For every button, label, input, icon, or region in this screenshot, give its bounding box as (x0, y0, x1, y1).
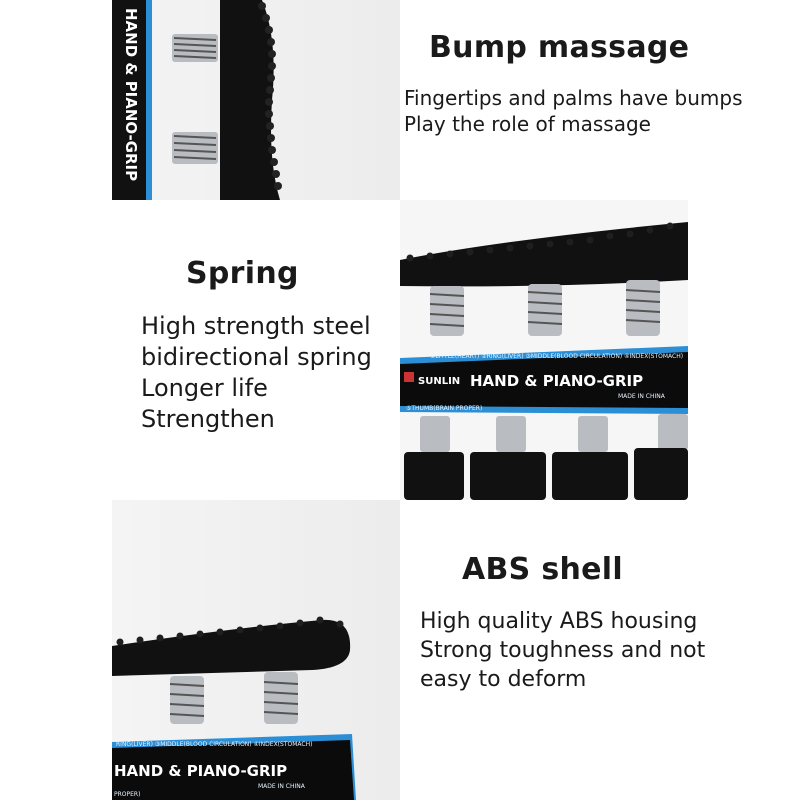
finger-keys (404, 448, 688, 500)
section-abs-shell: ABS shell High quality ABS housing Stron… (420, 552, 790, 694)
bump-massage-line-2: Play the role of massage (404, 112, 651, 136)
product-photo-middle: ①LITTLE(HEART) ②RING(LIVER) ③MIDDLE(BLOO… (400, 200, 688, 500)
origin-label: MADE IN CHINA (618, 393, 666, 400)
section-bump-massage: Bump massage Fingertips and palms have b… (404, 30, 794, 139)
springs-shell-row (169, 672, 299, 724)
abs-shell-line-1: High quality ABS housing (420, 609, 698, 634)
bump-massage-heading: Bump massage (429, 30, 690, 65)
shell-origin-label: MADE IN CHINA (258, 783, 306, 790)
product-name-label: HAND & PIANO-GRIP (470, 372, 643, 390)
bump-massage-line-1: Fingertips and palms have bumps (404, 86, 743, 110)
brand-label: SUNLIN (418, 376, 460, 387)
thumb-legend: ⑤THUMB(BRAIN PROPER) (406, 405, 482, 412)
product-photo-top: HAND & PIANO-GRIP (112, 0, 400, 200)
spring-line-1: High strength steel (141, 312, 371, 340)
product-photo-bottom: RING(LIVER) ③MIDDLE(BLOOD CIRCULATION) ④… (112, 500, 400, 800)
spring-upper (172, 34, 218, 62)
grip-center-band: ①LITTLE(HEART) ②RING(LIVER) ③MIDDLE(BLOO… (400, 346, 688, 414)
grip-horizontal-illustration: ①LITTLE(HEART) ②RING(LIVER) ③MIDDLE(BLOO… (400, 222, 688, 500)
thumb-legend-short: PROPER) (114, 791, 140, 798)
grip-shell-band: RING(LIVER) ③MIDDLE(BLOOD CIRCULATION) ④… (112, 734, 356, 800)
spring-line-3: Longer life (141, 374, 268, 402)
finger-legend: ①LITTLE(HEART) ②RING(LIVER) ③MIDDLE(BLOO… (430, 353, 683, 360)
springs-lower-row (420, 414, 688, 452)
abs-shell-heading: ABS shell (462, 552, 623, 587)
abs-shell-line-2: Strong toughness and not (420, 638, 706, 663)
spring-line-4: Strengthen (141, 405, 275, 433)
grip-shell-illustration: RING(LIVER) ③MIDDLE(BLOOD CIRCULATION) ④… (112, 616, 356, 800)
spring-heading: Spring (186, 256, 299, 291)
finger-legend-short: RING(LIVER) ③MIDDLE(BLOOD CIRCULATION) ④… (116, 741, 312, 748)
springs-upper-row (429, 280, 661, 336)
spring-line-2: bidirectional spring (141, 343, 372, 371)
abs-shell-line-3: easy to deform (420, 667, 587, 692)
grip-vertical-illustration: HAND & PIANO-GRIP (112, 0, 282, 200)
section-spring: Spring High strength steel bidirectional… (141, 256, 391, 435)
spring-lower (172, 132, 218, 164)
shell-product-name: HAND & PIANO-GRIP (114, 762, 287, 780)
vertical-product-label: HAND & PIANO-GRIP (122, 8, 140, 181)
